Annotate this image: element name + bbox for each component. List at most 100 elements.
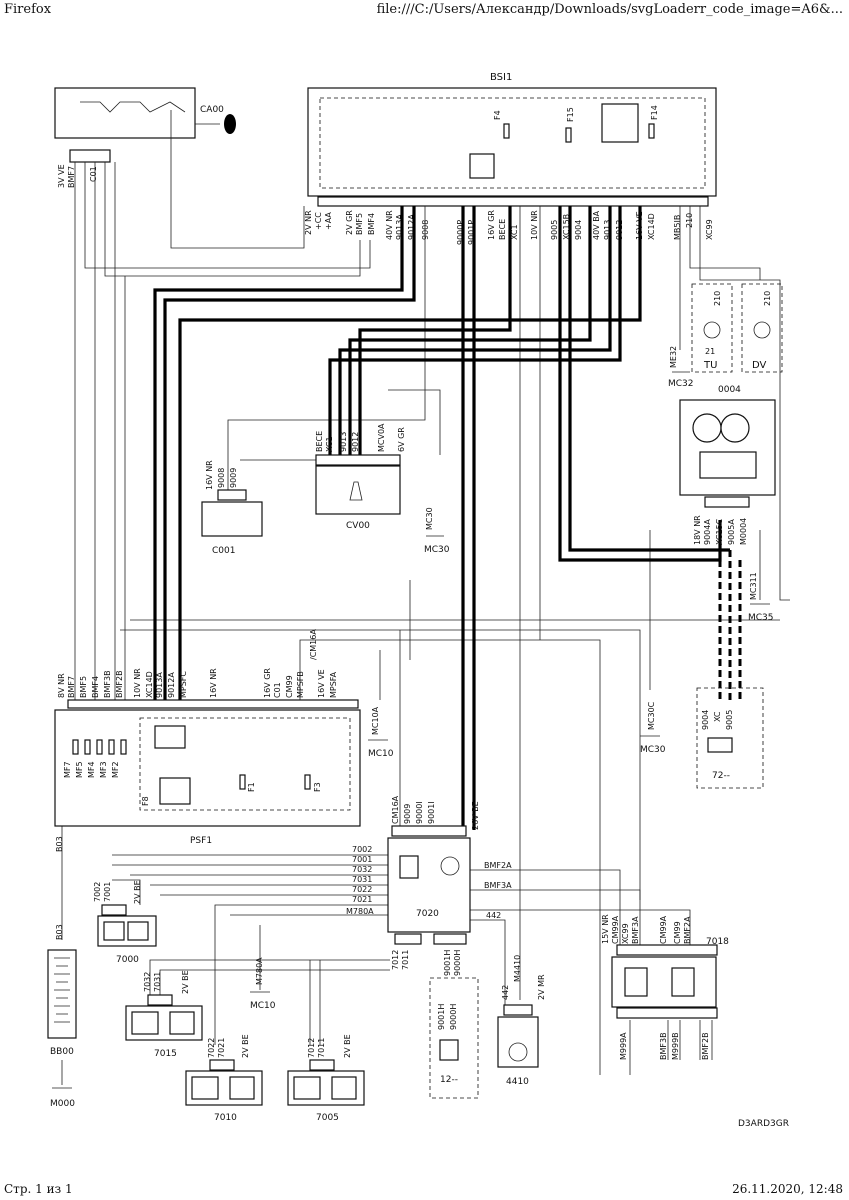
browser-page-counter: Стр. 1 из 1 [4, 1182, 73, 1196]
diag-12-box [429, 977, 479, 1099]
ground-mc10-b: MC10 [250, 1001, 276, 1011]
lbl-w9000h: 9000H [453, 950, 462, 976]
lbl-s7000-7002: 7002 [93, 882, 102, 902]
fuse-f15-icon [565, 127, 572, 143]
lbl-mf5: MF5 [75, 761, 84, 778]
browser-url: file:///C:/Users/Александр/Downloads/svg… [376, 2, 843, 17]
lbl-w210-a: 210 [713, 291, 722, 306]
ca00-title: CA00 [200, 105, 224, 115]
lbl-ecu-9000i: 9000I [415, 801, 424, 824]
lbl-bsi-xc14d: XC14D [647, 213, 656, 240]
lbl-s7005-7011: 7011 [317, 1038, 326, 1058]
lbl-w7002: 7002 [352, 845, 372, 854]
lbl-bmf2a: BMF2A [484, 861, 512, 870]
lbl-mf7: MF7 [63, 761, 72, 778]
lbl-ecu-cm16a: CM16A [391, 795, 400, 824]
lbl-w7001: 7001 [352, 855, 372, 864]
ground-m000: M000 [50, 1099, 75, 1109]
lbl-s7015-7031: 7031 [153, 972, 162, 992]
s7000-title: 7000 [116, 955, 139, 965]
relay-coil-a-icon [624, 967, 648, 997]
panel-dv-box [741, 283, 783, 373]
psf-connector-strip [67, 699, 359, 709]
lbl-r-m999b: M999B [671, 1032, 680, 1060]
lbl-bsi-10vnr: 10V NR [530, 210, 539, 240]
ecu-connector-bottom-right [433, 933, 467, 945]
lbl-bsi-9013a: 9013A [395, 214, 404, 240]
dashed-thick-wires [718, 550, 742, 700]
lbl-ecu-9009: 9009 [403, 804, 412, 824]
lbl-ecu-9001i: 9001I [427, 801, 436, 824]
panel-0004-title: 0004 [718, 385, 741, 395]
ca00-connector [69, 149, 111, 163]
diag-72-box [696, 687, 764, 789]
lbl-mf4: MF4 [87, 761, 96, 778]
s7000-connector [101, 904, 127, 916]
lbl-cv-9013: 9013 [339, 432, 348, 452]
cluster-connector [704, 496, 750, 508]
lbl-cv-mcv0a: MCV0A [377, 423, 386, 452]
parking-brake-icon [508, 1042, 528, 1062]
lbl-s7000-7001: 7001 [103, 882, 112, 902]
lbl-bsi-9005: 9005 [550, 220, 559, 240]
s7010-sensor-icon [191, 1076, 219, 1100]
diag-12-title: 12-- [440, 1075, 458, 1085]
lbl-mc311: MC311 [749, 572, 758, 600]
s7000-plug-icon [127, 921, 149, 941]
lbl-f3: F3 [313, 782, 322, 792]
lbl-bsi-bmf4: BMF4 [367, 213, 376, 235]
lbl-bsi-9012a: 9012A [407, 214, 416, 240]
lbl-psf-16vgr: 16V GR [263, 668, 272, 698]
lbl-w7031: 7031 [352, 875, 372, 884]
ecu-chip-icon [399, 855, 419, 879]
ecu-title: 7020 [416, 909, 439, 919]
relay-connector-top [616, 944, 718, 956]
lbl-mc30-a: MC30 [425, 507, 434, 530]
lbl-bsi-conn2: 2V GR [345, 210, 354, 235]
bsi-f14: F14 [650, 105, 659, 120]
lbl-s7005-7012: 7012 [307, 1038, 316, 1058]
lbl-psf-9013a: 9013A [155, 672, 164, 698]
bsi-pin-strip [317, 196, 709, 207]
lbl-psf-bmf7: BMF7 [67, 676, 76, 698]
battery-box [47, 949, 77, 1039]
bsi-f4: F4 [493, 110, 502, 120]
s7005-sensor-icon [293, 1076, 321, 1100]
diag-72-title: 72-- [712, 771, 730, 781]
lbl-bsi-40vba: 40V BA [592, 210, 601, 240]
diag-12-connector-icon [439, 1039, 459, 1061]
lbl-w210-b: 210 [763, 291, 772, 306]
relay-coil-b-icon [671, 967, 695, 997]
lbl-s7005-conn: 2V BE [343, 1034, 352, 1058]
lbl-bsi-16vgr: 16V GR [487, 210, 496, 240]
lbl-r-cm99: CM99 [673, 921, 682, 944]
lbl-b03-a: B03 [55, 836, 64, 852]
battery-cells-icon [54, 957, 70, 1023]
switch-4410-title: 4410 [506, 1077, 529, 1087]
lbl-w9001h: 9001H [443, 950, 452, 976]
lbl-r-m999a: M999A [619, 1032, 628, 1060]
lbl-bsi-xc15b: XC15B [562, 214, 571, 240]
lbl-bsi-cc: +CC [314, 212, 323, 230]
ca00-box [54, 87, 196, 139]
tu-lamp-icon [703, 321, 721, 339]
psf-title: PSF1 [190, 836, 212, 846]
cv00-connector [315, 454, 401, 466]
cluster-gauge-left-icon [692, 413, 722, 443]
lbl-w7022: 7022 [352, 885, 372, 894]
ground-mc35: MC35 [748, 613, 774, 623]
s7010-title: 7010 [214, 1113, 237, 1123]
lbl-psf-cm99: CM99 [285, 675, 294, 698]
lbl-bsi-9004: 9004 [574, 220, 583, 240]
bsi-relay-icon [601, 103, 639, 143]
lbl-psf-mpsfa: MPSFA [329, 671, 338, 698]
lbl-psf-16vve: 16V VE [317, 669, 326, 698]
ecu-lamp-icon [440, 856, 460, 876]
panel-tu-box [691, 283, 733, 373]
lbl-mf3: MF3 [99, 761, 108, 778]
lbl-s7010-conn: 2V BE [241, 1034, 250, 1058]
ground-mc10-a: MC10 [368, 749, 394, 759]
browser-app-name: Firefox [4, 2, 52, 17]
ecu-connector-bottom-left [394, 933, 422, 945]
